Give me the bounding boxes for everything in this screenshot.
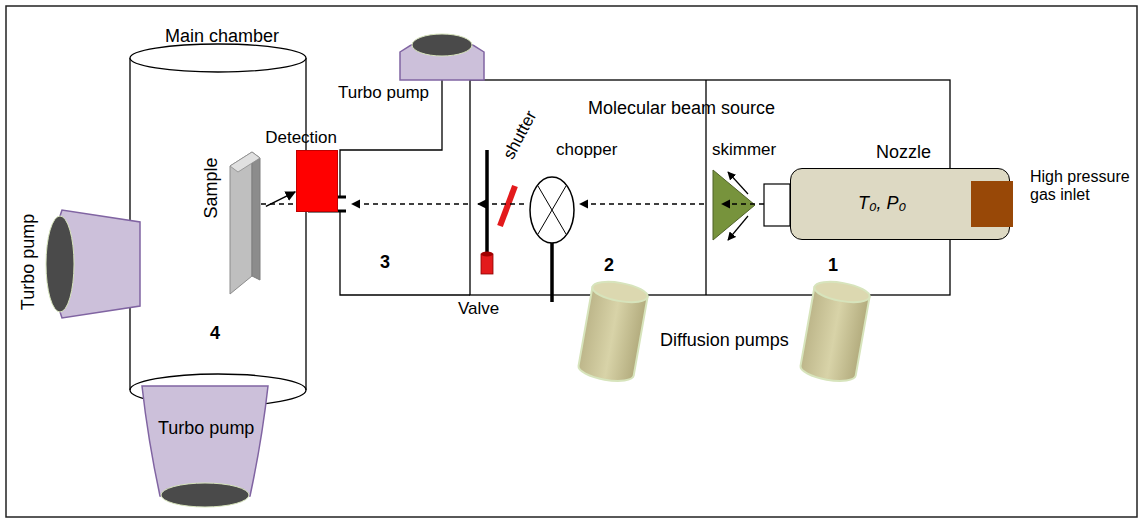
nozzle-body: NozzleT₀, P₀ xyxy=(790,168,1010,240)
diffusion-pump xyxy=(799,278,871,384)
nozzle-orifice xyxy=(764,184,790,226)
part-label: Turbo pump xyxy=(338,83,429,103)
main-chamber-cylinder xyxy=(130,44,306,406)
sample-slab: Sample xyxy=(200,148,265,298)
part-label: Detection xyxy=(265,128,337,148)
skimmer-cone xyxy=(713,170,755,240)
part-label: High pressure gas inlet xyxy=(1030,168,1134,205)
callout-number: 1 xyxy=(828,255,838,276)
signal-arrow xyxy=(266,192,295,207)
shutter-blade xyxy=(500,186,515,226)
gas-inlet-fitting xyxy=(971,181,1013,227)
turbo-pump-bottom xyxy=(142,386,268,507)
part-label: Diffusion pumps xyxy=(660,330,789,351)
callout-number: 2 xyxy=(604,255,614,276)
part-label: Main chamber xyxy=(165,26,279,47)
part-label: shutter xyxy=(499,107,541,162)
callout-number: 3 xyxy=(380,252,390,273)
callout-number: 4 xyxy=(210,323,220,344)
turbo-pump-left xyxy=(46,210,140,318)
part-label: skimmer xyxy=(712,140,776,160)
deflected-gas-arrow xyxy=(728,172,748,194)
valve-actuator xyxy=(481,252,493,275)
part-label: Turbo pump xyxy=(158,418,254,439)
diffusion-pump xyxy=(577,278,649,384)
turbo-pump-top xyxy=(400,34,484,80)
part-label: Sample xyxy=(201,157,222,218)
detector-box: Detection xyxy=(296,150,338,212)
part-label: Molecular beam source xyxy=(588,98,775,119)
valve-gate xyxy=(485,150,489,254)
part-label: chopper xyxy=(556,140,617,160)
state-variables: T₀, P₀ xyxy=(858,193,906,214)
deflected-gas-arrow xyxy=(728,216,748,240)
differential-stage-wall xyxy=(340,212,470,295)
part-label: Nozzle xyxy=(876,142,931,163)
part-label: Turbo pump xyxy=(18,214,39,310)
part-label: Valve xyxy=(458,299,499,319)
outer-frame xyxy=(6,6,1137,517)
chopper-wheel xyxy=(530,177,574,302)
